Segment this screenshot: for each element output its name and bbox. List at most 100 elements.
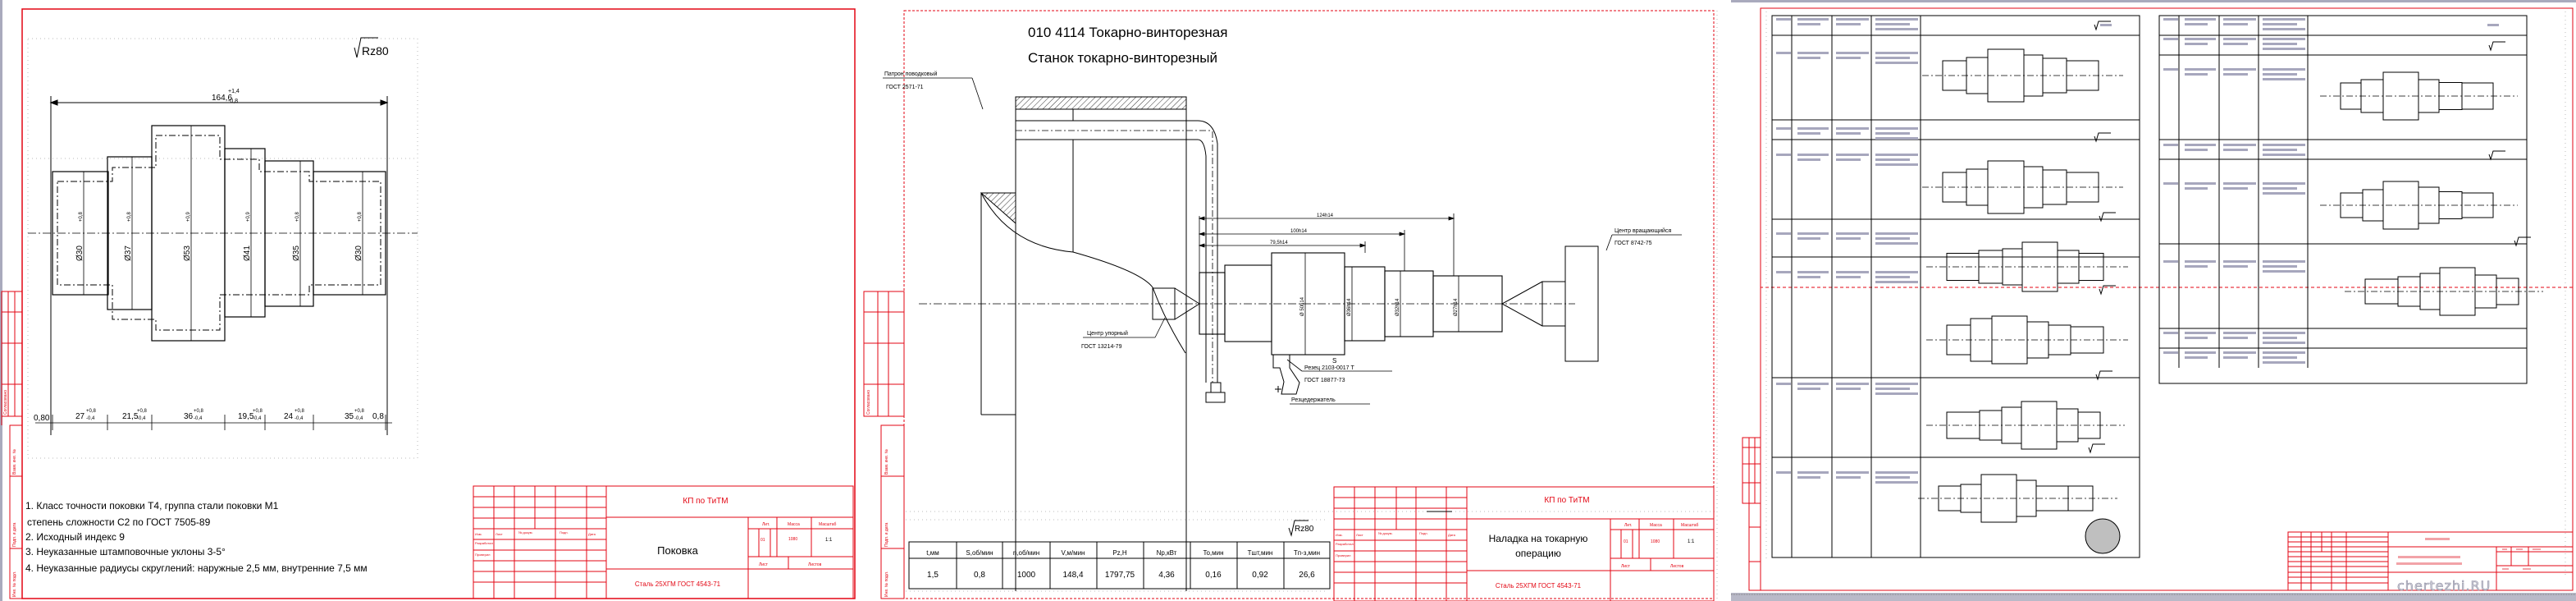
greeked-text-bar bbox=[2263, 182, 2305, 185]
tb-mass-label: Масса bbox=[788, 522, 800, 527]
cutter-gost: ГОСТ 18877-73 bbox=[1304, 378, 1345, 383]
watermark: chertezhi.RU bbox=[2397, 578, 2491, 594]
table-header-v: V,м/мин bbox=[1062, 549, 1085, 557]
length-0: 0,80 bbox=[34, 414, 50, 423]
tb-scale-label: Масштаб bbox=[819, 522, 837, 527]
greeked-text-bar bbox=[1836, 271, 1869, 273]
greeked-text-bar bbox=[1797, 132, 1820, 135]
feed-label: S bbox=[1332, 357, 1336, 365]
tb-col-date: Дата bbox=[588, 532, 596, 536]
greeked-text-bar bbox=[1875, 232, 1918, 235]
greeked-text-bar bbox=[1875, 276, 1910, 278]
greeked-text-bar bbox=[2185, 68, 2216, 71]
greeked-text-bar bbox=[1836, 388, 1861, 390]
greeked-text-bar bbox=[2185, 265, 2208, 268]
greeked-text-bar bbox=[2223, 260, 2256, 263]
tb-mass-label: Масса bbox=[1650, 523, 1662, 528]
greeked-text-bar bbox=[1836, 127, 1869, 130]
overall-length-lower: -0,8 bbox=[228, 99, 238, 104]
greeked-text-bar bbox=[1797, 23, 1820, 25]
overall-length: 164,6 bbox=[212, 94, 232, 103]
tb-scale-label: Масштаб bbox=[1681, 523, 1699, 528]
side-stamp-agreed: Согласовано bbox=[866, 390, 871, 415]
greeked-text-bar bbox=[2223, 182, 2256, 185]
length-3: 36 bbox=[184, 412, 194, 421]
roughness-label: Rz80 bbox=[1295, 525, 1314, 534]
live-center-gost: ГОСТ 8742-75 bbox=[1615, 241, 1652, 246]
overall-length-upper: +1,4 bbox=[228, 89, 240, 94]
table-header-tsht: Tшт,мин bbox=[1248, 549, 1273, 557]
greeked-text-bar bbox=[2487, 24, 2499, 26]
roughness-icon bbox=[2099, 285, 2116, 296]
length-2-lower: -0,4 bbox=[137, 416, 146, 421]
length-1-lower: -0,4 bbox=[86, 416, 95, 421]
length-2: 21,5 bbox=[122, 412, 139, 421]
greeked-text-bar bbox=[1836, 232, 1869, 235]
operation-title: 010 4114 Токарно-винторезная bbox=[1028, 25, 1227, 40]
material-label: Сталь 25ХГМ ГОСТ 4543-71 bbox=[1496, 582, 1582, 590]
length-dim-3: 79,5h14 bbox=[1270, 241, 1288, 245]
diameter-dim-4: Ø27h14 bbox=[1454, 298, 1459, 316]
tb-sheet-label: Лист bbox=[1621, 564, 1631, 569]
greeked-text-bar bbox=[2100, 24, 2112, 26]
greeked-text-bar bbox=[2263, 68, 2305, 71]
forging-drawing: Согласовано Взам. инв. № Подп. и дата Ин… bbox=[0, 0, 856, 601]
greeked-text-bar bbox=[2185, 356, 2208, 359]
greeked-text-bar bbox=[1836, 471, 1869, 474]
machine-title: Станок токарно-винторезный bbox=[1028, 50, 1217, 66]
tb-col-izm: Изм. bbox=[1336, 533, 1343, 537]
greeked-text-bar bbox=[1776, 52, 1791, 54]
diameter-5: Ø35 bbox=[292, 245, 301, 261]
greeked-text-bar bbox=[1797, 127, 1829, 130]
side-stamp bbox=[863, 291, 905, 599]
tb-mass-value: 1080 bbox=[1651, 539, 1660, 544]
greeked-text-bar bbox=[2263, 332, 2305, 334]
tb-col-date: Дата bbox=[1448, 533, 1456, 537]
horizontal-scrollbar-top[interactable] bbox=[1731, 0, 2576, 2]
greeked-text-bar bbox=[1797, 237, 1820, 240]
operation-sketches bbox=[1918, 21, 2543, 554]
route-sketches: chertezhi.RU bbox=[1731, 0, 2576, 601]
greeked-text-bar bbox=[1797, 158, 1820, 161]
table-value-tsht: 0,92 bbox=[1252, 571, 1268, 580]
roughness-icon bbox=[2099, 212, 2116, 223]
table-header-np: Np,кВт bbox=[1157, 549, 1177, 557]
tool-holder-label: Резцедержатель bbox=[1291, 397, 1336, 403]
greeked-text-bar bbox=[1875, 52, 1918, 54]
route-table-left-lower bbox=[1771, 256, 2140, 558]
route-table-right bbox=[2158, 15, 2528, 384]
greeked-text-bar bbox=[2163, 18, 2178, 21]
route-table-left bbox=[1771, 15, 2140, 258]
tb-col-list: Лист bbox=[1356, 533, 1363, 537]
greeked-text-bar bbox=[2263, 270, 2305, 273]
live-center-label: Центр вращающийся bbox=[1615, 227, 1671, 234]
length-4-upper: +0,8 bbox=[253, 409, 263, 414]
greeked-text-bar bbox=[2263, 260, 2305, 263]
note-1b: степень сложности С2 по ГОСТ 7505-89 bbox=[27, 516, 211, 528]
tb-col-sign: Подп. bbox=[560, 530, 569, 534]
diameter-2-tol: +0,8 bbox=[127, 211, 132, 222]
greeked-text-bar bbox=[2185, 182, 2216, 185]
greeked-text-bar bbox=[1776, 154, 1791, 156]
live-center bbox=[1500, 245, 1599, 362]
side-stamp-sign: Подп. и дата bbox=[12, 522, 17, 547]
side-stamp-inv: Инв. № подл. bbox=[12, 571, 17, 597]
horizontal-scrollbar[interactable] bbox=[1731, 593, 2576, 601]
greeked-text-bar bbox=[2223, 356, 2248, 359]
roughness-icon bbox=[1288, 520, 1309, 537]
table-header-to: To,мин bbox=[1203, 549, 1223, 557]
greeked-text-bar bbox=[1797, 471, 1829, 474]
table-header-s: S,об/мин bbox=[966, 549, 993, 557]
greeked-text-bar bbox=[2185, 23, 2208, 25]
greeked-text-bar bbox=[1797, 271, 1829, 273]
diameter-6: Ø30 bbox=[354, 245, 363, 261]
greeked-text-bar bbox=[1875, 132, 1910, 135]
drawing-title: Поковка bbox=[657, 544, 699, 557]
title-block bbox=[473, 485, 854, 599]
greeked-text-bar bbox=[1875, 476, 1910, 479]
greeked-text-bar bbox=[2223, 144, 2256, 146]
greeked-text-bar bbox=[2263, 73, 2297, 76]
tb-row-check: Проверил bbox=[475, 553, 491, 557]
diameter-6-tol: +0,8 bbox=[358, 211, 363, 222]
table-header-n: n,об/мин bbox=[1013, 549, 1039, 557]
